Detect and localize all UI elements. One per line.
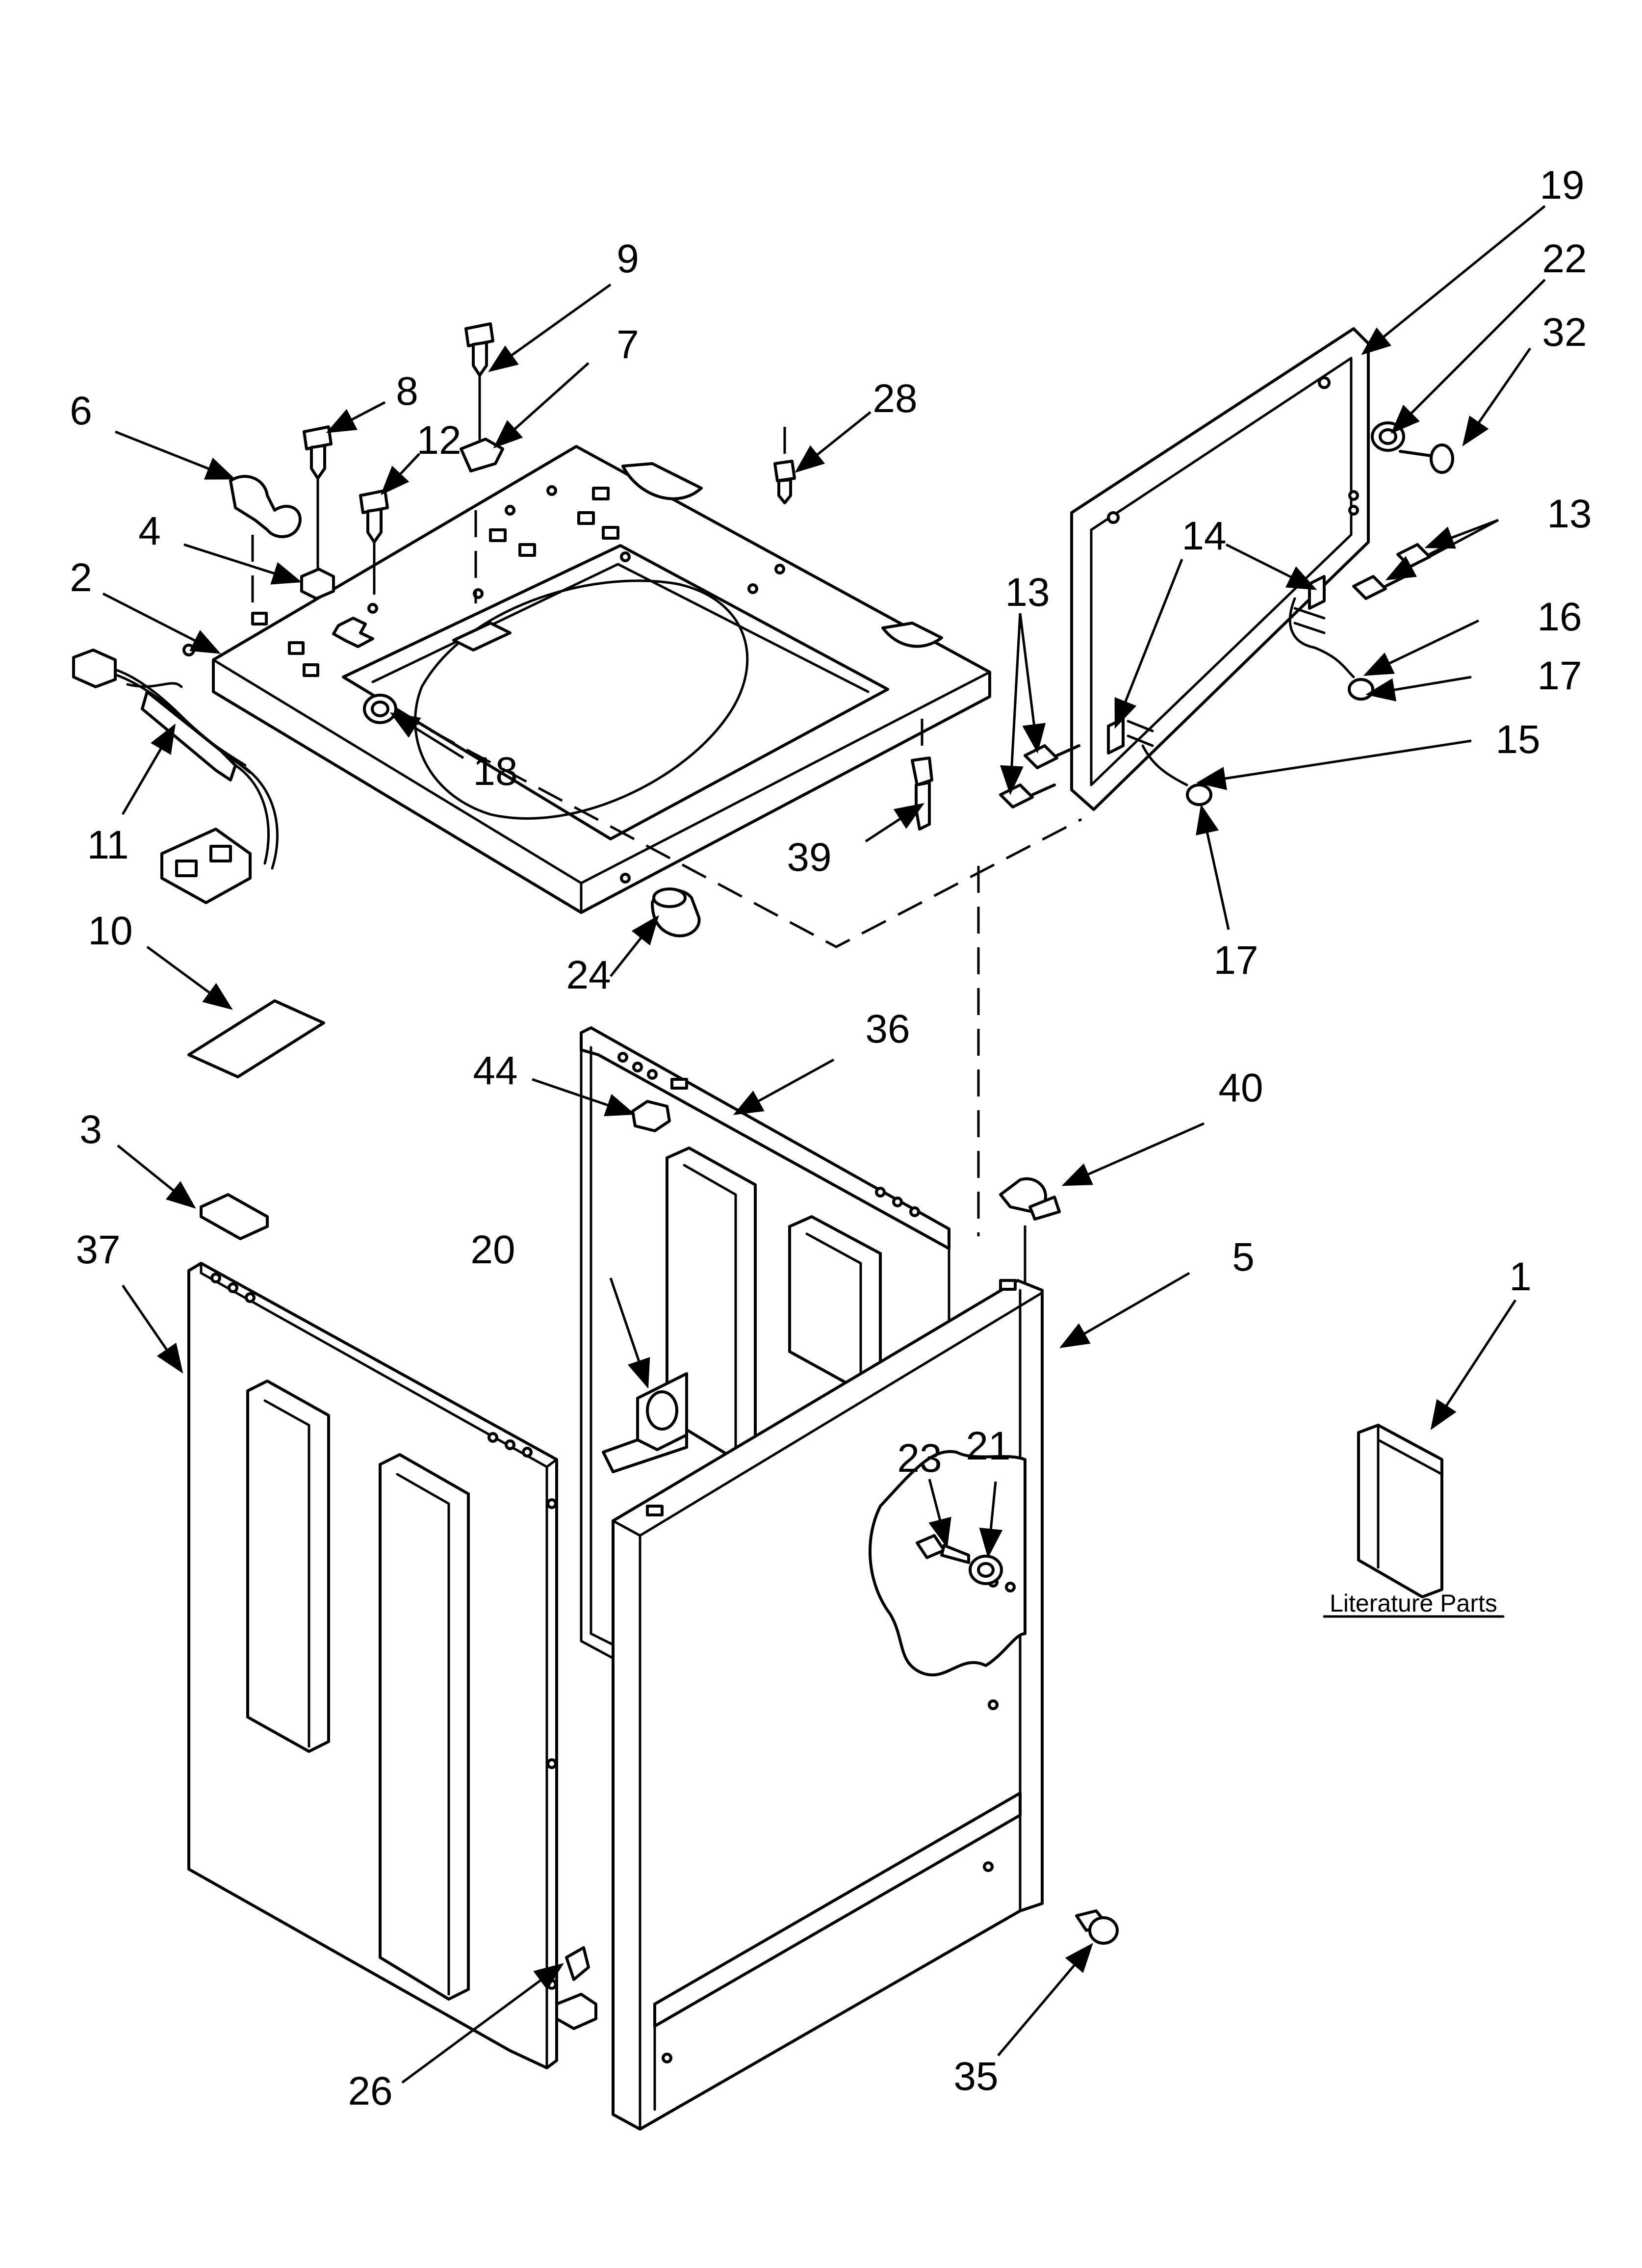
screw-13-right-a <box>1396 543 1451 568</box>
hinge-6 <box>229 475 302 538</box>
knob-24 <box>651 887 701 938</box>
clip-4 <box>300 568 335 600</box>
callout-3: 3 <box>79 1107 102 1152</box>
callout-15: 15 <box>1495 717 1540 762</box>
hinge-pin-39 <box>911 756 933 831</box>
rear-panel-36 <box>580 1026 950 1660</box>
callout-10: 10 <box>88 909 132 953</box>
callout-9: 9 <box>616 236 639 281</box>
clip-26 <box>555 1946 597 2030</box>
cap-17-bottom <box>1186 783 1212 806</box>
callout-6: 6 <box>70 389 92 433</box>
callout-11: 11 <box>87 823 128 867</box>
callout-22: 22 <box>1542 236 1587 281</box>
nut-44 <box>631 1100 671 1132</box>
callout-13-left: 13 <box>1005 570 1050 615</box>
callout-35: 35 <box>953 2054 998 2099</box>
callout-23: 23 <box>897 1436 942 1481</box>
screw-8 <box>303 425 333 480</box>
callout-13-right: 13 <box>1547 492 1591 536</box>
callout-labels: 1 2 3 4 5 6 7 8 9 10 11 12 13 13 14 15 1… <box>70 163 1591 2113</box>
callout-17-right: 17 <box>1537 653 1582 698</box>
callout-21: 21 <box>966 1424 1010 1468</box>
callout-16: 16 <box>1537 595 1582 639</box>
top-panel <box>212 445 991 914</box>
callout-19: 19 <box>1539 163 1584 208</box>
grommet-21 <box>969 1555 1003 1585</box>
callout-37: 37 <box>76 1227 120 1272</box>
callout-17-bottom: 17 <box>1213 938 1258 983</box>
callout-1: 1 <box>1509 1254 1532 1299</box>
screw-9 <box>464 322 494 377</box>
callout-14: 14 <box>1181 514 1226 558</box>
callout-36: 36 <box>865 1007 910 1051</box>
screw-28 <box>773 460 796 504</box>
literature-parts-label: Literature Parts <box>1330 1590 1497 1617</box>
callout-7: 7 <box>616 322 639 367</box>
callout-40: 40 <box>1218 1066 1263 1110</box>
callout-5: 5 <box>1232 1235 1255 1279</box>
cap-17-right <box>1348 678 1374 701</box>
callout-26: 26 <box>348 2069 392 2113</box>
wiring-harness-11 <box>72 644 279 904</box>
callout-44: 44 <box>473 1048 517 1093</box>
plug-32 <box>1399 443 1454 474</box>
screw-35 <box>1075 1909 1119 1945</box>
callout-20: 20 <box>470 1227 515 1272</box>
lid-grommet-18 <box>363 694 397 724</box>
callout-4: 4 <box>138 509 161 553</box>
front-panel-5 <box>612 1279 1044 2131</box>
callout-18: 18 <box>473 749 517 794</box>
callout-32: 32 <box>1542 310 1587 355</box>
pad-3 <box>200 1193 269 1240</box>
clip-7 <box>460 438 504 472</box>
callout-28: 28 <box>872 376 917 421</box>
side-panel-37 <box>187 1262 558 2069</box>
lid-frame-19 <box>1070 327 1370 811</box>
screw-13-left-b <box>999 783 1056 808</box>
callout-2: 2 <box>70 555 92 600</box>
callout-12: 12 <box>416 418 461 463</box>
callout-39: 39 <box>787 835 831 880</box>
label-card-10 <box>187 999 325 1078</box>
leader-lines <box>102 205 1546 2084</box>
screw-13-right-b <box>1352 575 1407 600</box>
callout-24: 24 <box>566 953 611 997</box>
bracket-20 <box>602 1372 688 1473</box>
literature-booklet-1 <box>1357 1424 1443 1598</box>
callout-8: 8 <box>396 369 418 414</box>
clip-40 <box>999 1177 1061 1221</box>
screw-12 <box>359 489 389 544</box>
